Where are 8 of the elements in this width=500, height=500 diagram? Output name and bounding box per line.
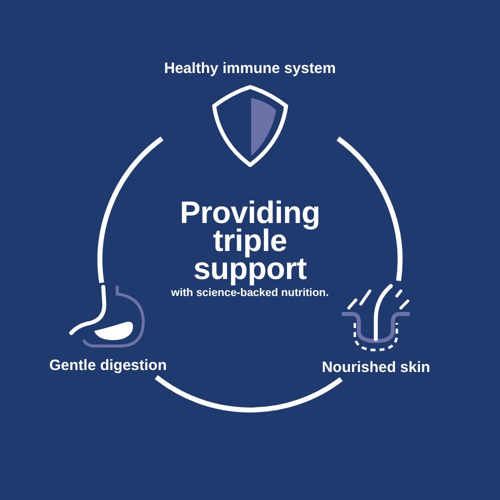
- icon-caption: Healthy immune system: [164, 60, 336, 78]
- icon-caption: Nourished skin: [322, 359, 430, 377]
- subtitle: with science-backed nutrition.: [171, 287, 329, 300]
- arc-connector: [98, 136, 164, 284]
- diagram-title: Providing triple support: [180, 195, 320, 286]
- arc-connector: [154, 375, 343, 412]
- arc-connector: [336, 136, 402, 281]
- icon-caption: Gentle digestion: [49, 357, 167, 375]
